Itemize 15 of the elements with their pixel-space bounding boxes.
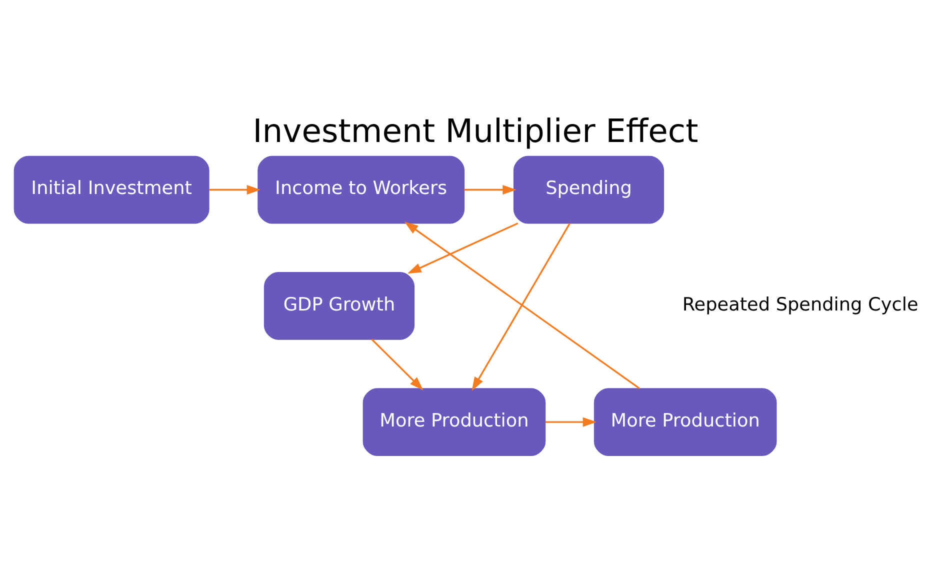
arrow: [464, 184, 516, 195]
node-box: More Production: [593, 388, 776, 456]
arrow: [471, 222, 570, 391]
label: Repeated Spending Cycle: [682, 294, 918, 316]
node-box: More Production: [362, 388, 546, 456]
node-box: Initial Investment: [13, 156, 209, 224]
arrow: [404, 222, 640, 390]
arrow: [208, 184, 260, 195]
node-box: GDP Growth: [263, 272, 414, 340]
diagram-title: Investment Multiplier Effect: [252, 112, 698, 150]
arrow: [544, 417, 596, 427]
arrow: [406, 222, 518, 274]
arrow: [370, 338, 423, 390]
node-box: Spending: [512, 156, 664, 224]
node-box: Income to Workers: [257, 156, 464, 224]
